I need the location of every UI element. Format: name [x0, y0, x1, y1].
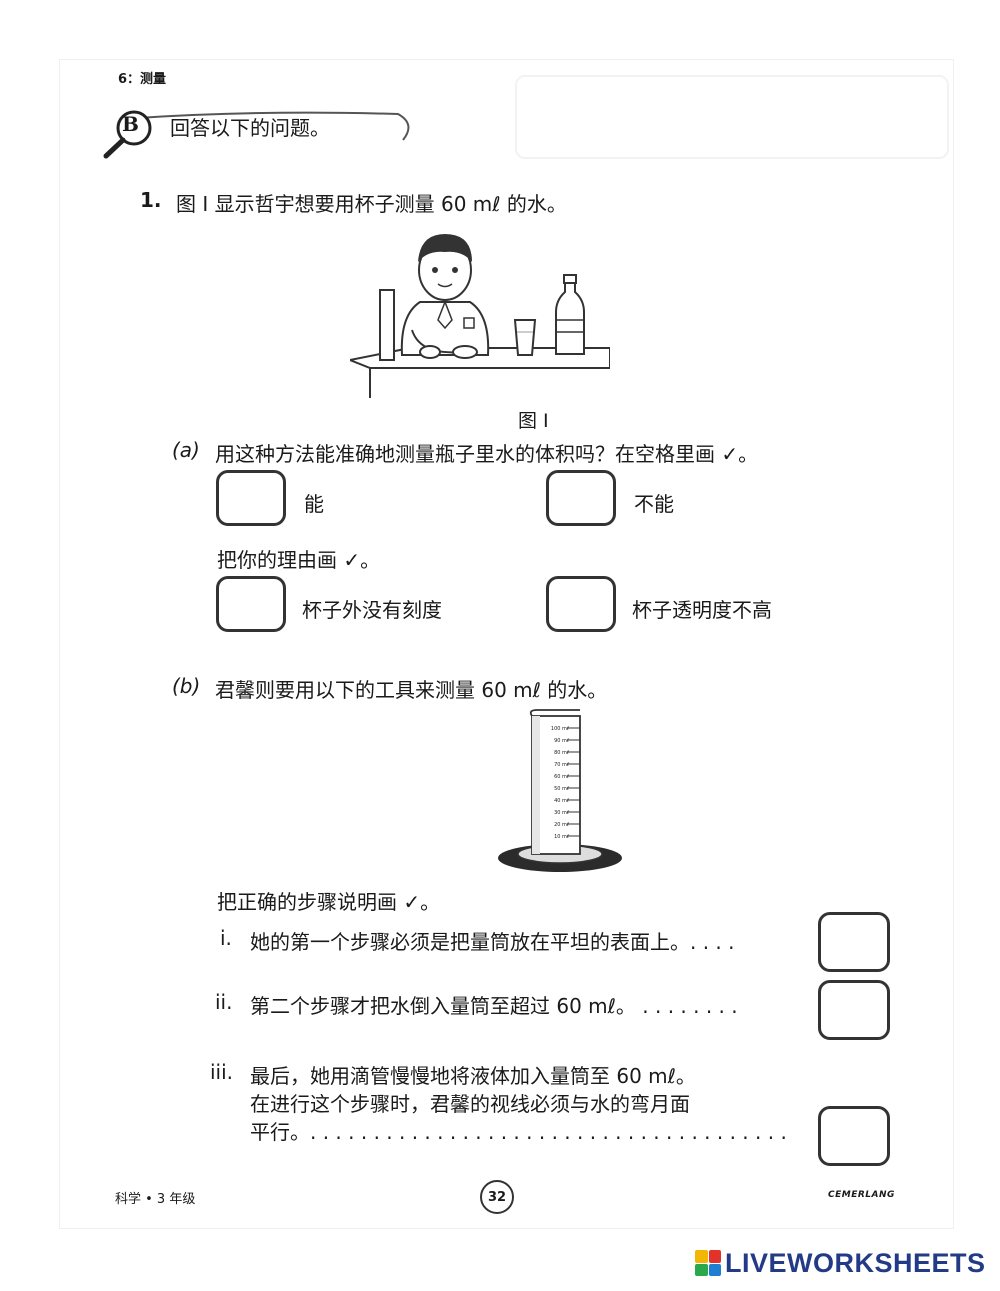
step-iii-line-2: 在进行这个步骤时，君馨的视线必须与水的弯月面	[250, 1092, 690, 1116]
bottle-icon	[555, 281, 585, 355]
step-iii-line-1: 最后，她用滴管慢慢地将液体加入量筒至 60 mℓ。	[250, 1064, 696, 1088]
question-number: 1.	[140, 188, 162, 212]
bleed-through-decoration	[515, 75, 949, 159]
publisher-logo: CEMERLANG	[828, 1190, 895, 1200]
checkbox-yes[interactable]	[216, 470, 286, 526]
option-no-label: 不能	[634, 492, 674, 516]
cylinder-mark: 50 mℓ	[554, 786, 569, 792]
reason-low-transparency-label: 杯子透明度不高	[632, 598, 772, 622]
measuring-cylinder: 100 mℓ 90 mℓ 80 mℓ 70 mℓ 60 mℓ 50 mℓ 40 …	[495, 706, 625, 876]
checkbox-step-i[interactable]	[818, 912, 890, 972]
step-iii-number: iii.	[210, 1060, 234, 1084]
checkbox-reason-low-transparency[interactable]	[546, 576, 616, 632]
checkbox-no[interactable]	[546, 470, 616, 526]
part-a-label: (a)	[172, 438, 200, 462]
section-badge: B	[122, 112, 139, 136]
section-title: 回答以下的问题。	[170, 116, 330, 140]
liveworksheets-icon	[695, 1250, 721, 1276]
reason-prompt: 把你的理由画 ✓。	[217, 548, 381, 572]
cylinder-mark: 10 mℓ	[554, 834, 569, 840]
footer-subject: 科学 • 3 年级	[115, 1192, 196, 1207]
worksheet-page: 6：测量 B 回答以下的问题。 1. 图 I 显示哲宇想要用杯子测量 60 mℓ…	[60, 60, 953, 1228]
cylinder-mark: 90 mℓ	[554, 738, 569, 744]
page-number: 32	[480, 1180, 514, 1214]
liveworksheets-brand: LIVEWORKSHEETS	[725, 1247, 986, 1278]
reason-no-scale-label: 杯子外没有刻度	[302, 598, 442, 622]
step-i-text: 她的第一个步骤必须是把量筒放在平坦的表面上。. . . .	[250, 930, 735, 954]
cup-icon	[513, 319, 537, 356]
step-iii-line-3: 平行。. . . . . . . . . . . . . . . . . . .…	[250, 1120, 787, 1144]
checkbox-step-ii[interactable]	[818, 980, 890, 1040]
cylinder-mark: 60 mℓ	[554, 774, 569, 780]
cylinder-mark: 80 mℓ	[554, 750, 569, 756]
part-b-question: 君馨则要用以下的工具来测量 60 mℓ 的水。	[215, 678, 608, 702]
checkbox-reason-no-scale[interactable]	[216, 576, 286, 632]
step-ii-number: ii.	[215, 990, 233, 1014]
step-i-number: i.	[220, 926, 232, 950]
cylinder-mark: 20 mℓ	[554, 822, 569, 828]
section-banner	[103, 110, 410, 159]
checkbox-step-iii[interactable]	[818, 1106, 890, 1166]
part-a-question: 用这种方法能准确地测量瓶子里水的体积吗？在空格里画 ✓。	[215, 442, 759, 466]
magnifier-icon	[116, 110, 152, 146]
cylinder-mark: 30 mℓ	[554, 810, 569, 816]
figure-caption: 图 I	[518, 410, 549, 432]
cylinder-mark: 40 mℓ	[554, 798, 569, 804]
liveworksheets-logo: LIVEWORKSHEETS	[695, 1248, 986, 1278]
cylinder-mark: 100 mℓ	[550, 726, 569, 732]
steps-prompt: 把正确的步骤说明画 ✓。	[217, 890, 441, 914]
step-ii-text: 第二个步骤才把水倒入量筒至超过 60 mℓ。 . . . . . . . .	[250, 994, 738, 1018]
question-intro: 图 I 显示哲宇想要用杯子测量 60 mℓ 的水。	[176, 192, 567, 216]
figure-boy-at-table	[350, 234, 610, 398]
cylinder-mark: 70 mℓ	[554, 762, 569, 768]
chapter-header: 6：测量	[118, 72, 167, 87]
option-yes-label: 能	[304, 492, 324, 516]
part-b-label: (b)	[172, 674, 201, 698]
